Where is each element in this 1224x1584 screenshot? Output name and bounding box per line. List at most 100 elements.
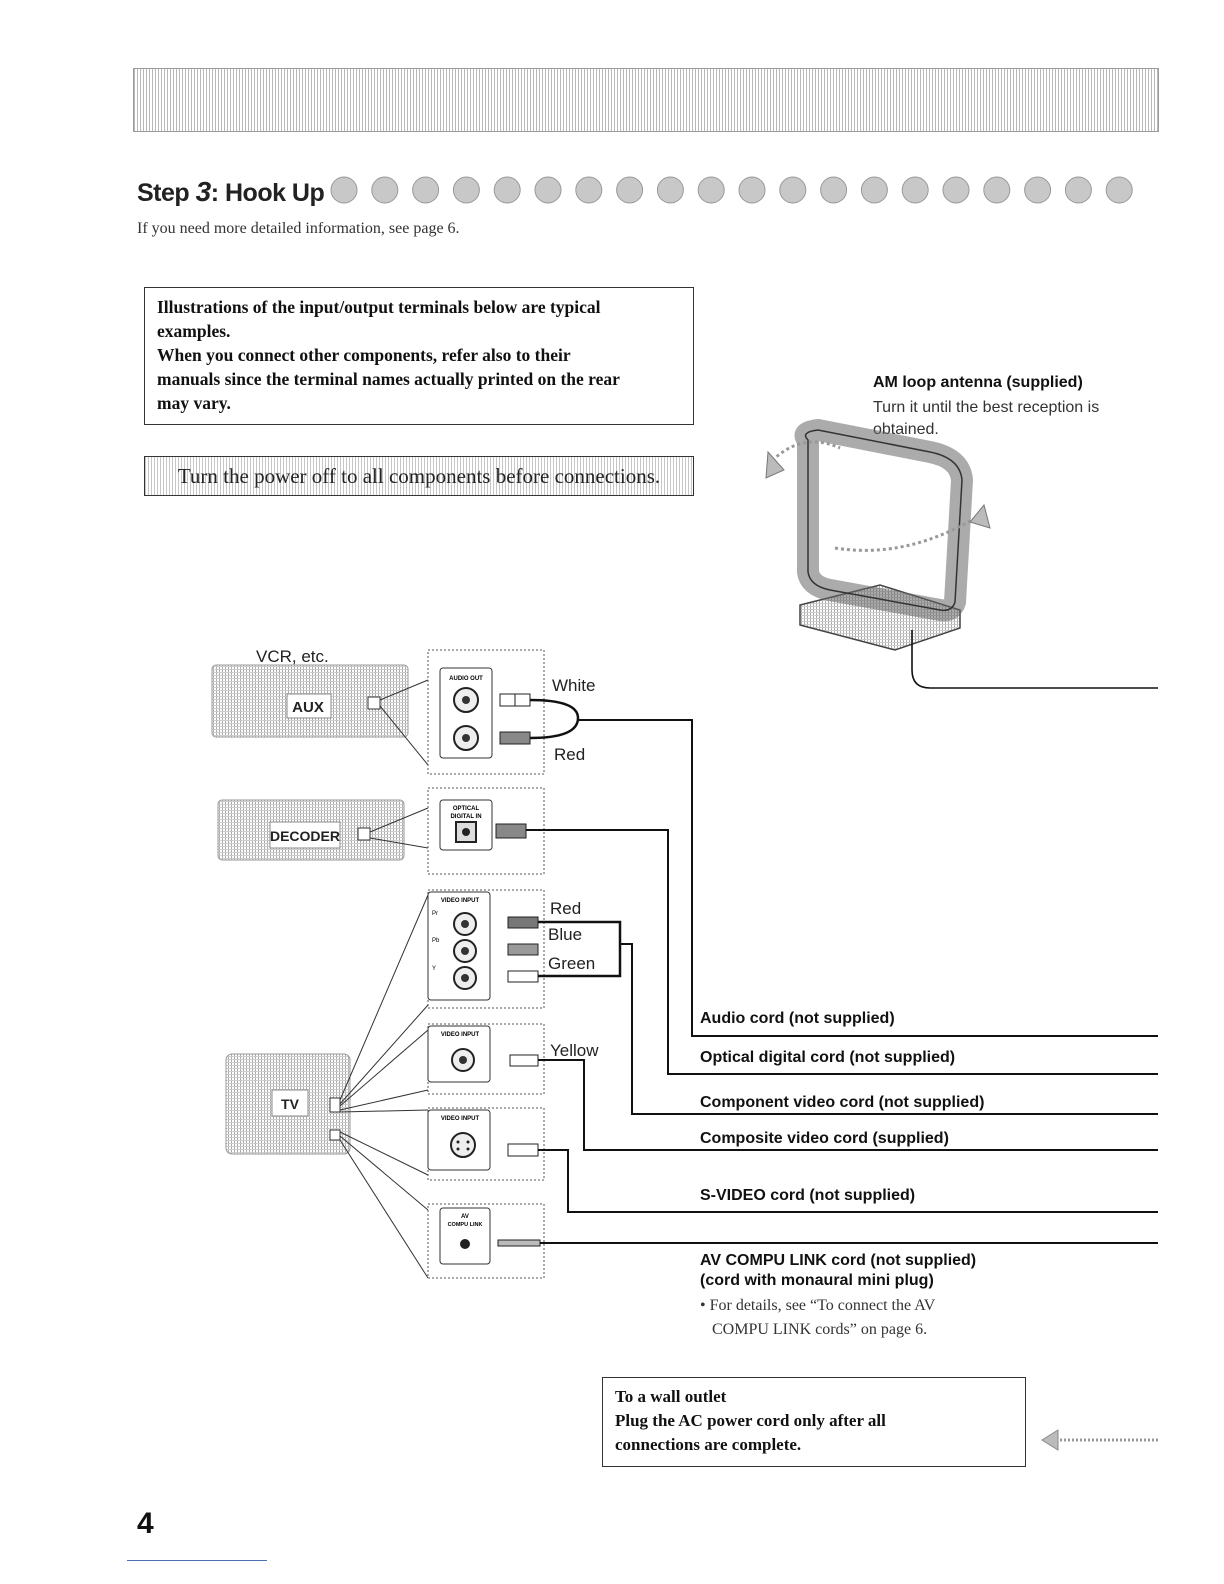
wall-outlet-box: To a wall outlet Plug the AC power cord …: [602, 1377, 1026, 1467]
decorative-dot: [371, 176, 399, 204]
audio-out-label: AUDIO OUT: [449, 676, 483, 682]
tv-device-icon: [225, 1053, 351, 1155]
aux-label: AUX: [292, 699, 324, 716]
step-title: Step 3: Hook Up: [137, 176, 325, 208]
rca-plug-red2-icon: [507, 916, 539, 929]
notice-line: manuals since the terminal names actuall…: [157, 369, 620, 389]
component-input-label: VIDEO INPUT: [441, 898, 480, 904]
svideo-input-label: VIDEO INPUT: [441, 1116, 480, 1122]
vcr-label: VCR, etc.: [256, 647, 329, 666]
step-heading: : Hook Up: [210, 179, 325, 207]
decorative-dot: [820, 176, 848, 204]
tv-fan-lines: [339, 894, 429, 1279]
step-word: Step: [137, 179, 190, 207]
optical-cord-line: [526, 829, 1158, 1075]
decorative-dot: [901, 176, 929, 204]
pb-label: Pb: [432, 938, 440, 944]
decorative-dot: [738, 176, 766, 204]
decorative-dot: [697, 176, 725, 204]
decorative-dot: [493, 176, 521, 204]
rca-plug-green-icon: [507, 970, 539, 983]
header-pattern-band: [133, 68, 1159, 132]
rca-plug-yellow-icon: [509, 1054, 539, 1067]
optical-plug-icon: [495, 823, 527, 839]
decorative-dots-row: [330, 176, 1133, 204]
wall-outlet-line: connections are complete.: [615, 1435, 802, 1454]
plug-color-blue: Blue: [548, 925, 582, 944]
decorative-dot: [656, 176, 684, 204]
decorative-dot: [412, 176, 440, 204]
decorative-dot: [983, 176, 1011, 204]
plug-color-red2: Red: [550, 899, 581, 918]
optical-cord-label: Optical digital cord (not supplied): [700, 1049, 955, 1066]
mini-plug-icon: [497, 1239, 541, 1247]
footer-rule: [127, 1560, 267, 1561]
decorative-dot: [1064, 176, 1092, 204]
optical-panel: [427, 787, 545, 875]
decorative-dot: [616, 176, 644, 204]
pr-label: Pr: [432, 911, 438, 917]
tv-label: TV: [281, 1096, 300, 1112]
optical-label: OPTICAL: [453, 806, 480, 812]
compulink-panel: [427, 1203, 545, 1279]
svideo-jack: [450, 1132, 476, 1158]
decorative-dot: [1105, 176, 1133, 204]
decorative-dot: [942, 176, 970, 204]
wall-outlet-line: Plug the AC power cord only after all: [615, 1411, 886, 1430]
composite-cord-line: [538, 1059, 1158, 1151]
notice-line: may vary.: [157, 393, 231, 413]
compulink-note: • For details, see “To connect the AV CO…: [700, 1294, 1030, 1342]
svideo-cord-line: [538, 1149, 1158, 1213]
antenna-title: AM loop antenna (supplied): [873, 374, 1083, 391]
composite-input-label: VIDEO INPUT: [441, 1032, 480, 1038]
component-cord-line: [620, 943, 1158, 1115]
component-cord-label: Component video cord (not supplied): [700, 1094, 984, 1111]
decorative-dot: [575, 176, 603, 204]
compulink-jack: [460, 1239, 470, 1249]
composite-cord-label: Composite video cord (supplied): [700, 1130, 949, 1147]
antenna-desc-line: Turn it until the best reception is: [873, 399, 1100, 416]
compu-link-label: COMPU LINK: [448, 1222, 483, 1228]
digital-in-label: DIGITAL IN: [450, 814, 481, 820]
svideo-cord-label: S-VIDEO cord (not supplied): [700, 1187, 915, 1204]
audio-out-panel: [427, 649, 545, 775]
step-number: 3: [195, 176, 212, 207]
antenna-wire: [911, 630, 1158, 689]
plug-color-yellow: Yellow: [550, 1041, 599, 1060]
plug-color-green: Green: [548, 954, 595, 973]
intro-text: If you need more detailed information, s…: [137, 220, 460, 237]
audio-cord-label: Audio cord (not supplied): [700, 1010, 895, 1027]
notice-line: When you connect other components, refer…: [157, 345, 571, 365]
y-label: Y: [432, 966, 436, 972]
am-loop-antenna-icon: [765, 418, 991, 651]
notice-box: Illustrations of the input/output termin…: [144, 287, 694, 425]
rca-plug-white-icon: [499, 693, 531, 707]
decorative-dot: [330, 176, 358, 204]
decoder-device-icon: [217, 799, 429, 861]
plug-color-white: White: [552, 676, 595, 695]
decorative-dot: [1024, 176, 1052, 204]
decoder-label: DECODER: [270, 828, 340, 844]
svideo-plug-icon: [507, 1143, 539, 1157]
rca-plug-red-icon: [499, 731, 531, 745]
vcr-device-icon: [211, 664, 429, 766]
notice-line: examples.: [157, 321, 231, 341]
decorative-dot: [452, 176, 480, 204]
page-number: 4: [137, 1507, 154, 1540]
decorative-dot: [534, 176, 562, 204]
compulink-note-line: COMPU LINK cords” on page 6.: [712, 1321, 928, 1338]
compulink-note-line: • For details, see “To connect the AV: [700, 1297, 936, 1314]
notice-line: Illustrations of the input/output termin…: [157, 297, 601, 317]
wall-outlet-line: To a wall outlet: [615, 1387, 727, 1406]
audio-cord-line: [578, 719, 1158, 1037]
plug-color-red: Red: [554, 745, 585, 764]
power-plug-arrow-icon: [1041, 1429, 1158, 1451]
av-label: AV: [461, 1214, 469, 1220]
compulink-cord-sublabel: (cord with monaural mini plug): [700, 1272, 934, 1289]
power-off-banner: Turn the power off to all components bef…: [144, 456, 694, 496]
decorative-dot: [779, 176, 807, 204]
compulink-cord-label: AV COMPU LINK cord (not supplied): [700, 1252, 976, 1269]
rca-plug-blue-icon: [507, 943, 539, 956]
decorative-dot: [860, 176, 888, 204]
